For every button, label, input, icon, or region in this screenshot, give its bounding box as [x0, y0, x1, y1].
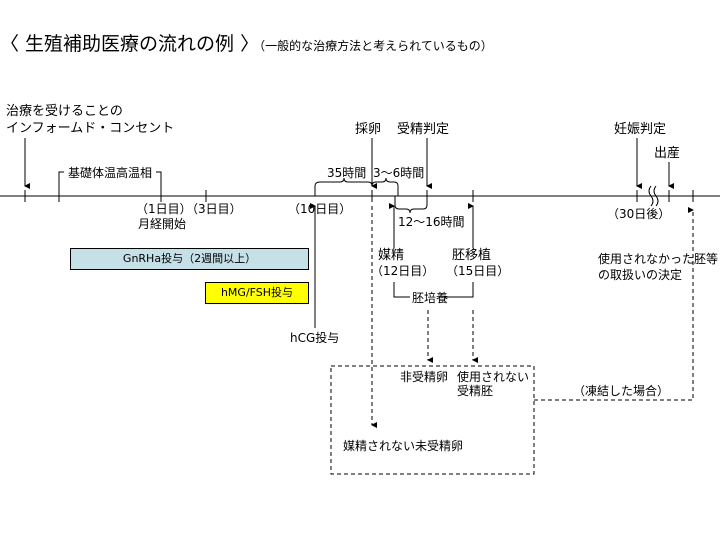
- birth-label: 出産: [654, 146, 681, 161]
- fertilization-check-label: 受精判定: [397, 122, 450, 137]
- unfertilized-egg-label: 非受精卵: [400, 370, 449, 384]
- menstruation-label: 月経開始: [138, 217, 187, 231]
- discarded-box: [330, 365, 535, 475]
- decision-label: 使用されなかった胚等: [598, 252, 719, 266]
- embryo-culture-label: 胚培養: [412, 291, 449, 305]
- day12-label: （12日目）: [371, 264, 435, 278]
- 35h-label: 35時間: [327, 166, 367, 180]
- day3-label: （3日目）: [186, 202, 242, 216]
- hmg-fsh-bar: hMG/FSH投与: [205, 282, 309, 304]
- timeline-break: [648, 185, 659, 207]
- bbt-high-label: 基礎体温高温相: [68, 166, 153, 180]
- informed-consent-label-2: インフォームド・コンセント: [6, 121, 175, 136]
- embryo-transfer-label: 胚移植: [452, 248, 492, 263]
- day1-label: （1日目）: [136, 202, 192, 216]
- 12-16h-label: 12～16時間: [398, 215, 465, 229]
- egg-retrieval-label: 採卵: [355, 122, 382, 137]
- pregnancy-check-label: 妊娠判定: [614, 122, 667, 137]
- decision-label-2: の取扱いの決定: [598, 268, 683, 282]
- day30-label: （30日後）: [607, 207, 671, 221]
- day15-label: （15日目）: [446, 264, 510, 278]
- not-inseminated-label: 媒精されない未受精卵: [343, 439, 464, 453]
- page-title: 〈 生殖補助医療の流れの例 〉（一般的な治療方法と考えられているもの）: [0, 33, 493, 55]
- day10-label: （10日目）: [288, 202, 352, 216]
- 3-6h-label: 3～6時間: [373, 166, 425, 180]
- unused-embryo-label: 使用されない: [457, 370, 530, 384]
- informed-consent-label: 治療を受けることの: [6, 104, 123, 119]
- gnrha-bar: GnRHa投与（2週間以上）: [70, 248, 309, 270]
- insemination-label: 媒精: [378, 248, 405, 263]
- frozen-label: （凍結した場合）: [573, 384, 670, 398]
- hcg-label: hCG投与: [290, 331, 340, 345]
- unused-embryo-label-2: 受精胚: [457, 384, 494, 398]
